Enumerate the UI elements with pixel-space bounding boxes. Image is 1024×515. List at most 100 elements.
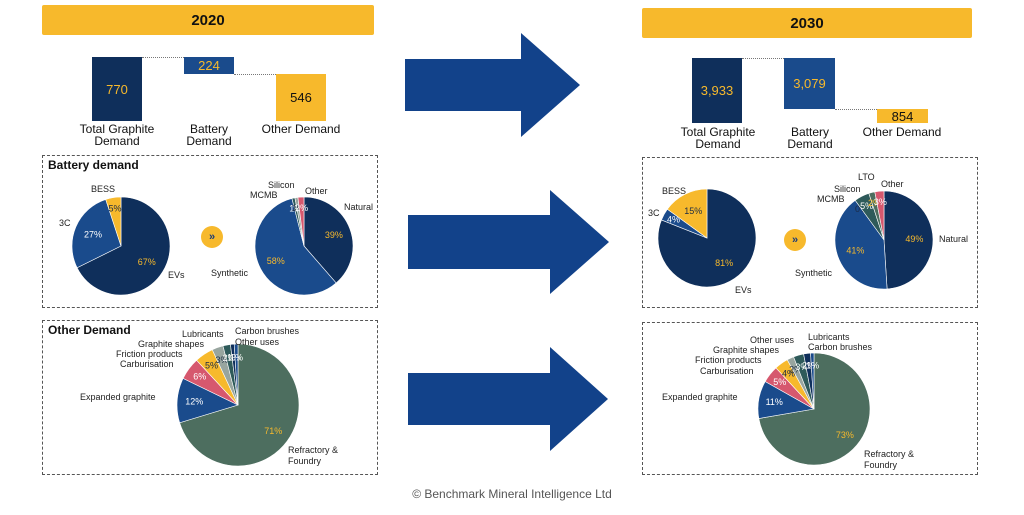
- label-bess-2030: BESS: [662, 186, 687, 196]
- pie-slice-3c: [71, 199, 122, 269]
- label-lubricants-2020: Lubricants: [182, 329, 224, 339]
- label-synthetic-2020: Synthetic: [211, 268, 249, 278]
- pie-slice-natural: [883, 190, 934, 290]
- pie-label-lubricants: 2%: [223, 353, 236, 363]
- label-mcmb-2020: MCMB: [250, 190, 278, 200]
- pie-slice-other: [297, 196, 305, 247]
- pie-label-3c: 4%: [667, 215, 680, 225]
- wf2020-value-other: 546: [290, 90, 312, 105]
- pie-slice-bess: [666, 188, 708, 239]
- pie-label-natural: 49%: [905, 234, 923, 244]
- label-brushes-2030: Carbon brushes: [808, 342, 873, 352]
- pie-slice-bess: [105, 196, 122, 247]
- wf2020-label-battery: Battery Demand: [186, 122, 232, 148]
- label-3c-2030: 3C: [648, 208, 660, 218]
- pie-label-mcmb: 1%: [292, 203, 305, 213]
- pie-slice-evs: [657, 188, 757, 288]
- label-refractory-2030: Refractory &: [864, 449, 915, 459]
- wf2020-label-total: Total Graphite Demand: [79, 122, 155, 148]
- pie-label-carburisation: 5%: [773, 377, 786, 387]
- pie-label-natural: 39%: [325, 230, 343, 240]
- arrow-right-icon: [408, 347, 608, 451]
- label-carburisation-2030: Carburisation: [700, 366, 754, 376]
- label-refractory-2020: Refractory &: [288, 445, 339, 455]
- wf2020-bar-total: 770: [92, 57, 142, 121]
- pie-slice-evs: [76, 196, 171, 296]
- wf2030-bar-battery: 3,079: [784, 58, 835, 109]
- pie-anode-2030: 49%41%0%5%2%3%: [834, 190, 934, 290]
- pie-label-carbon-brushes: 1%: [227, 353, 240, 363]
- other-demand-title: Other Demand: [48, 323, 131, 337]
- wf2030-connector-1: [742, 58, 784, 59]
- pie-label-expanded-graphite: 12%: [185, 397, 203, 407]
- label-lto-2030: LTO: [858, 172, 875, 182]
- pie-slice-natural: [303, 196, 354, 284]
- pie-label-synthetic: 58%: [267, 256, 285, 266]
- label-mcmb-2030: MCMB: [817, 194, 845, 204]
- label-expanded-2020: Expanded graphite: [80, 392, 156, 402]
- pie-label-bess: 5%: [108, 203, 121, 213]
- pie-label-friction-products: 5%: [205, 360, 218, 370]
- wf2030-label-total: Total Graphite Demand: [680, 125, 756, 151]
- pie-label-friction-products: 4%: [782, 369, 795, 379]
- pie-label-graphite-shapes: 2%: [789, 364, 802, 374]
- label-evs-2030: EVs: [735, 285, 752, 295]
- wf2030-connector-2: [835, 109, 877, 110]
- pie-label-silicon: 1%: [289, 204, 302, 214]
- pie-label-synthetic: 41%: [846, 245, 864, 255]
- pie-label-lubricants: 2%: [802, 361, 815, 371]
- panel-battery-2030: [642, 157, 978, 308]
- panel-other-2020: Other Demand: [42, 320, 378, 475]
- panel-other-2030: [642, 322, 978, 475]
- year-band-2030: 2030: [642, 8, 972, 38]
- pie-label-silicon: 5%: [860, 201, 873, 211]
- pie-label-graphite-shapes: 3%: [216, 355, 229, 365]
- label-other-2020: Other: [305, 186, 328, 196]
- wf2030-value-battery: 3,079: [793, 76, 826, 91]
- pie-label-mcmb: 2%: [868, 198, 881, 208]
- label-otheruses-2030: Other uses: [750, 335, 795, 345]
- label-silicon-2020: Silicon: [268, 180, 295, 190]
- chevron-right-icon: »: [201, 226, 223, 248]
- pie-label-evs: 81%: [715, 258, 733, 268]
- wf2020-label-other: Other Demand: [261, 122, 341, 136]
- pie-battery-2030: 81%4%15%: [657, 188, 757, 288]
- pie-slice-other: [874, 190, 885, 241]
- label-shapes-2030: Graphite shapes: [713, 345, 780, 355]
- arrow-right-icon: [408, 190, 609, 294]
- pie-label-carbon-brushes: 1%: [806, 360, 819, 370]
- pie-battery-2020: 67%27%5%: [71, 196, 171, 296]
- wf2020-bar-other: 546: [276, 74, 326, 121]
- label-brushes-2020: Carbon brushes: [235, 326, 300, 336]
- panel-battery-2020: Battery demand: [42, 155, 378, 308]
- label-expanded-2030: Expanded graphite: [662, 392, 738, 402]
- label-evs-2020: EVs: [168, 270, 185, 280]
- arrow-right-icon: [405, 33, 580, 137]
- label-silicon-2030: Silicon: [834, 184, 861, 194]
- wf2020-connector-2: [234, 74, 276, 75]
- label-lubricants-2030: Lubricants: [808, 332, 850, 342]
- pie-label-refractory-foundry: 71%: [264, 426, 282, 436]
- pie-label-other: 3%: [874, 197, 887, 207]
- pie-label-carburisation: 6%: [193, 372, 206, 382]
- label-natural-2020: Natural: [344, 202, 374, 212]
- wf2030-value-total: 3,933: [700, 83, 734, 98]
- label-foundry-2020: Foundry: [288, 456, 322, 466]
- pie-label-expanded-graphite: 11%: [766, 397, 783, 407]
- pie-slice-carbon-brushes: [810, 352, 815, 410]
- pie-slice-synthetic: [254, 198, 337, 296]
- pie-anode-2020: 39%58%1%1%2%: [254, 196, 354, 296]
- label-shapes-2020: Graphite shapes: [138, 339, 205, 349]
- wf2030-value-other: 854: [891, 108, 914, 124]
- pie-slice-refractory-foundry: [179, 343, 300, 467]
- label-natural-2030: Natural: [939, 234, 969, 244]
- label-synthetic-2030: Synthetic: [795, 268, 833, 278]
- pie-slice-other-uses: [233, 343, 239, 406]
- label-bess-2020: BESS: [91, 184, 116, 194]
- pie-label-other-uses: 1%: [230, 352, 243, 362]
- label-other-2030: Other: [881, 179, 904, 189]
- label-friction-2020: Friction products: [116, 349, 183, 359]
- copyright-notice: © Benchmark Mineral Intelligence Ltd: [412, 487, 612, 501]
- label-foundry-2030: Foundry: [864, 460, 898, 470]
- pie-label-refractory-foundry: 73%: [836, 430, 854, 440]
